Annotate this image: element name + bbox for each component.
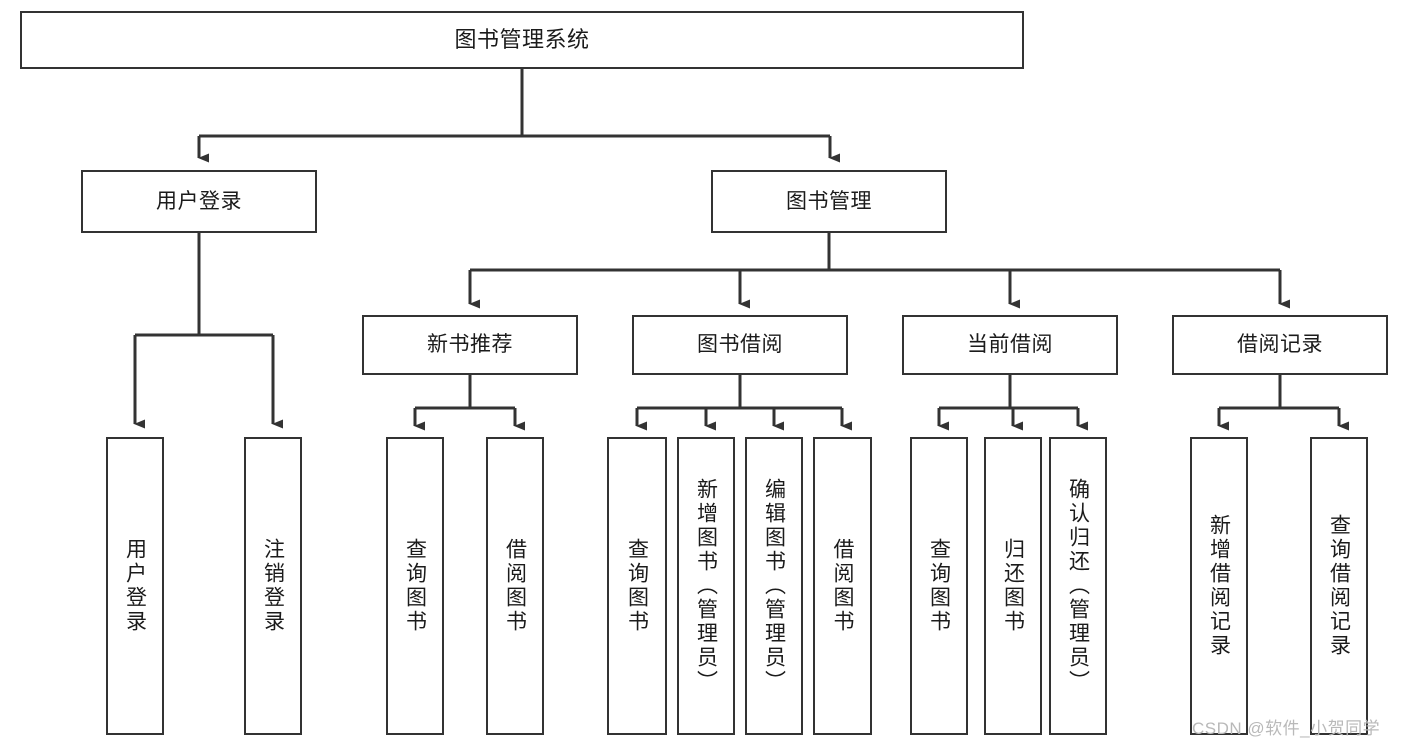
node-leaf-query-book-3-label: 查询图书 bbox=[927, 538, 951, 634]
node-root-label: 图书管理系统 bbox=[454, 26, 590, 52]
node-borrow-record[interactable]: 借阅记录 bbox=[1172, 315, 1388, 375]
node-user-login[interactable]: 用户登录 bbox=[81, 170, 317, 233]
csdn-watermark: CSDN @软件_小贺同学 bbox=[1192, 719, 1381, 738]
node-book-borrow[interactable]: 图书借阅 bbox=[632, 315, 848, 375]
node-leaf-confirm-return-label: 确认归还（管理员） bbox=[1066, 478, 1090, 694]
node-leaf-user-login[interactable]: 用户登录 bbox=[106, 437, 164, 735]
node-current-borrow-label: 当前借阅 bbox=[967, 333, 1053, 357]
node-leaf-query-book-3[interactable]: 查询图书 bbox=[910, 437, 968, 735]
node-leaf-return-book[interactable]: 归还图书 bbox=[984, 437, 1042, 735]
node-leaf-query-book-2[interactable]: 查询图书 bbox=[607, 437, 667, 735]
node-user-login-label: 用户登录 bbox=[156, 189, 242, 213]
node-leaf-add-record[interactable]: 新增借阅记录 bbox=[1190, 437, 1248, 735]
node-leaf-query-book-1-label: 查询图书 bbox=[403, 538, 427, 634]
node-current-borrow[interactable]: 当前借阅 bbox=[902, 315, 1118, 375]
node-leaf-query-book-1[interactable]: 查询图书 bbox=[386, 437, 444, 735]
node-leaf-borrow-book-2-label: 借阅图书 bbox=[831, 538, 854, 634]
node-leaf-borrow-book-2[interactable]: 借阅图书 bbox=[813, 437, 872, 735]
node-leaf-logout-label: 注销登录 bbox=[261, 538, 285, 634]
node-leaf-borrow-book-1-label: 借阅图书 bbox=[503, 538, 527, 634]
node-leaf-query-record-label: 查询借阅记录 bbox=[1327, 514, 1351, 658]
node-new-book-recommend[interactable]: 新书推荐 bbox=[362, 315, 578, 375]
node-leaf-add-book-label: 新增图书（管理员） bbox=[694, 478, 718, 694]
node-leaf-query-book-2-label: 查询图书 bbox=[625, 538, 649, 634]
node-leaf-edit-book-label: 编辑图书（管理员） bbox=[762, 478, 786, 694]
node-leaf-edit-book[interactable]: 编辑图书（管理员） bbox=[745, 437, 803, 735]
node-leaf-query-record[interactable]: 查询借阅记录 bbox=[1310, 437, 1368, 735]
node-leaf-add-book[interactable]: 新增图书（管理员） bbox=[677, 437, 735, 735]
node-leaf-add-record-label: 新增借阅记录 bbox=[1207, 514, 1231, 658]
node-borrow-record-label: 借阅记录 bbox=[1237, 333, 1323, 357]
node-leaf-confirm-return[interactable]: 确认归还（管理员） bbox=[1049, 437, 1107, 735]
node-leaf-logout[interactable]: 注销登录 bbox=[244, 437, 302, 735]
node-book-manage[interactable]: 图书管理 bbox=[711, 170, 947, 233]
node-leaf-borrow-book-1[interactable]: 借阅图书 bbox=[486, 437, 544, 735]
node-new-book-recommend-label: 新书推荐 bbox=[427, 333, 513, 357]
node-leaf-return-book-label: 归还图书 bbox=[1001, 538, 1025, 634]
node-root[interactable]: 图书管理系统 bbox=[20, 11, 1024, 69]
node-book-manage-label: 图书管理 bbox=[786, 189, 872, 213]
node-book-borrow-label: 图书借阅 bbox=[697, 333, 783, 357]
node-leaf-user-login-label: 用户登录 bbox=[123, 538, 147, 634]
